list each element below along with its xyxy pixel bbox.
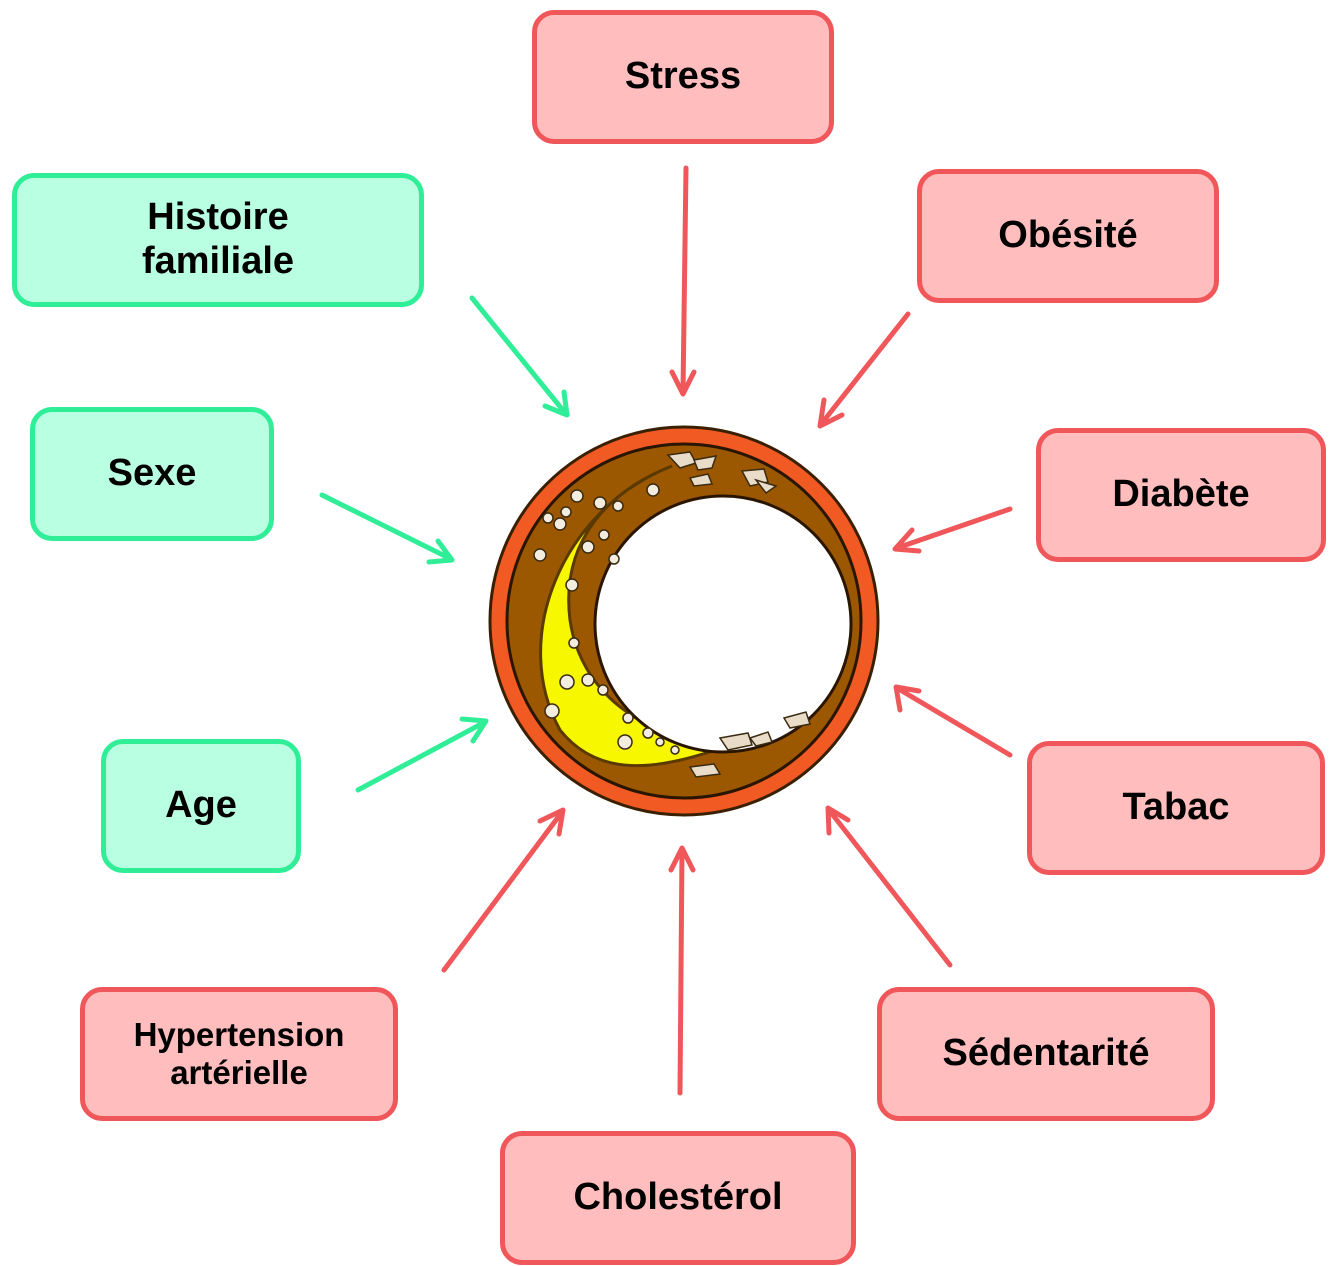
factor-age: Age xyxy=(101,739,301,873)
factor-obesite-label: Obésité xyxy=(998,214,1137,258)
factor-histoire-line1: Histoire xyxy=(147,196,288,238)
factor-stress-label: Stress xyxy=(625,55,741,99)
artery-lumen xyxy=(595,496,851,752)
factor-histoire-label: Histoire familiale xyxy=(142,196,294,283)
factor-obesite: Obésité xyxy=(917,169,1219,303)
factor-cholesterol: Cholestérol xyxy=(500,1131,856,1265)
factor-diabete: Diabète xyxy=(1036,428,1326,562)
factor-hypertension-line1: Hypertension xyxy=(134,1016,345,1053)
factor-sexe: Sexe xyxy=(30,407,274,541)
factor-diabete-label: Diabète xyxy=(1112,473,1249,517)
factor-histoire-familiale: Histoire familiale xyxy=(12,173,424,307)
factor-tabac-label: Tabac xyxy=(1122,786,1229,830)
factor-sedentarite: Sédentarité xyxy=(877,987,1215,1121)
factor-tabac: Tabac xyxy=(1027,741,1325,875)
factor-age-label: Age xyxy=(165,784,237,828)
factor-stress: Stress xyxy=(532,10,834,144)
factor-hypertension-line2: artérielle xyxy=(170,1054,308,1091)
factor-histoire-line2: familiale xyxy=(142,240,294,282)
factor-hypertension: Hypertension artérielle xyxy=(80,987,398,1121)
factor-hypertension-label: Hypertension artérielle xyxy=(134,1016,345,1092)
factor-cholesterol-label: Cholestérol xyxy=(573,1176,782,1220)
factor-sedentarite-label: Sédentarité xyxy=(943,1032,1150,1076)
factor-sexe-label: Sexe xyxy=(108,452,197,496)
